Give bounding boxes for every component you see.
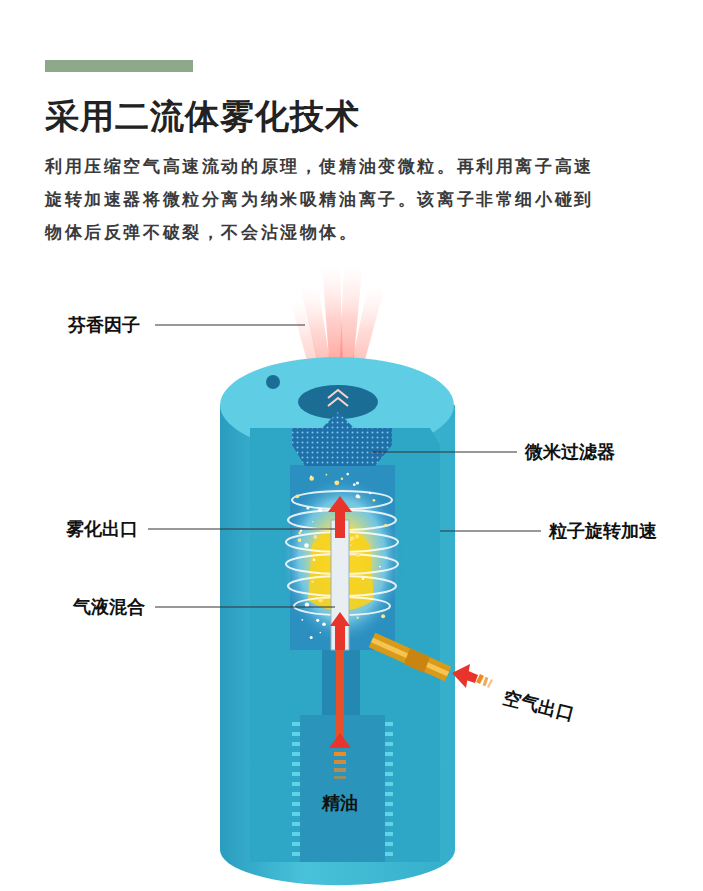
thread-line	[292, 802, 300, 806]
flow-arrows	[328, 496, 352, 748]
sparkle	[356, 553, 361, 558]
thread-line	[292, 832, 300, 836]
thread-line	[292, 742, 300, 746]
thread-bore	[300, 715, 385, 862]
sparkle	[341, 478, 343, 480]
sparkle	[318, 508, 322, 512]
thread-line	[385, 812, 393, 816]
thread-line	[385, 782, 393, 786]
sparkle	[384, 524, 387, 527]
sparkle	[313, 558, 316, 561]
sparkle	[355, 535, 359, 539]
outlet-chevrons	[328, 390, 348, 406]
sparkle	[314, 535, 318, 539]
thread-line	[385, 722, 393, 726]
thread-line	[385, 832, 393, 836]
thread-line	[292, 812, 300, 816]
sparkle	[319, 598, 323, 602]
oil-chevrons	[334, 752, 346, 779]
sparkle	[356, 494, 360, 498]
thread-line	[292, 762, 300, 766]
cut-face	[250, 428, 440, 862]
mixing-tube	[331, 520, 349, 650]
sparkle	[326, 474, 328, 476]
sparkle	[379, 566, 381, 568]
threads	[292, 722, 393, 856]
sparkle	[353, 483, 356, 486]
sparkle	[385, 557, 387, 559]
thread-line	[385, 802, 393, 806]
thread-line	[292, 782, 300, 786]
sparkle	[295, 494, 299, 498]
thread-line	[385, 732, 393, 736]
sparkle	[346, 473, 349, 476]
thread-line	[292, 732, 300, 736]
sparkle	[298, 538, 302, 542]
thread-line	[292, 752, 300, 756]
thread-line	[292, 722, 300, 726]
top-hole	[266, 375, 280, 389]
sparkle	[362, 578, 364, 580]
thread-line	[385, 842, 393, 846]
sparkle	[373, 499, 376, 502]
sparkle	[310, 476, 312, 478]
thread-line	[385, 752, 393, 756]
leader-lines	[148, 325, 541, 607]
sparkle	[350, 544, 352, 546]
thread-line	[385, 852, 393, 856]
thread-line	[292, 852, 300, 856]
filter-cap	[322, 412, 354, 428]
sparkle	[306, 507, 309, 510]
sparkle	[320, 632, 322, 634]
sparkle	[312, 521, 314, 523]
thread-line	[292, 822, 300, 826]
thread-line	[385, 792, 393, 796]
sparkle	[322, 623, 326, 627]
callout-label: 微米过滤器	[525, 441, 615, 463]
sparkle	[309, 476, 314, 481]
air-arrow	[452, 664, 491, 688]
page-title: 采用二流体雾化技术	[45, 96, 360, 137]
thread-line	[385, 762, 393, 766]
sparkle	[356, 481, 359, 484]
sparkle	[350, 536, 354, 540]
sparkle	[381, 614, 385, 618]
description-text: 利用压缩空气高速流动的原理，使精油变微粒。再利用离子高速 旋转加速器将微粒分离为…	[45, 150, 594, 249]
sparkle	[334, 480, 339, 485]
callout-label: 雾化出口	[66, 518, 138, 540]
callout-label: 气液混合	[73, 596, 145, 618]
thread-line	[385, 742, 393, 746]
accent-bar	[45, 60, 193, 72]
sparkle	[311, 581, 313, 583]
callout-label: 空气出口	[501, 687, 576, 725]
air-inlet-pipe	[372, 640, 448, 674]
thread-line	[292, 772, 300, 776]
sparkle	[369, 492, 371, 494]
sparkle	[310, 636, 313, 639]
sparkle	[298, 531, 301, 534]
sparkle	[301, 619, 303, 621]
sparkle	[305, 603, 309, 607]
sparkle	[304, 543, 309, 548]
thread-line	[385, 822, 393, 826]
housing-body	[220, 405, 455, 885]
callout-label: 精油	[322, 792, 358, 814]
thread-line	[385, 772, 393, 776]
sparkle	[316, 619, 319, 622]
micron-filter	[292, 428, 392, 466]
callout-label: 粒子旋转加速	[549, 520, 657, 542]
thread-line	[292, 842, 300, 846]
callout-label: 芬香因子	[68, 314, 140, 336]
thread-line	[292, 792, 300, 796]
sparkle	[357, 617, 359, 619]
